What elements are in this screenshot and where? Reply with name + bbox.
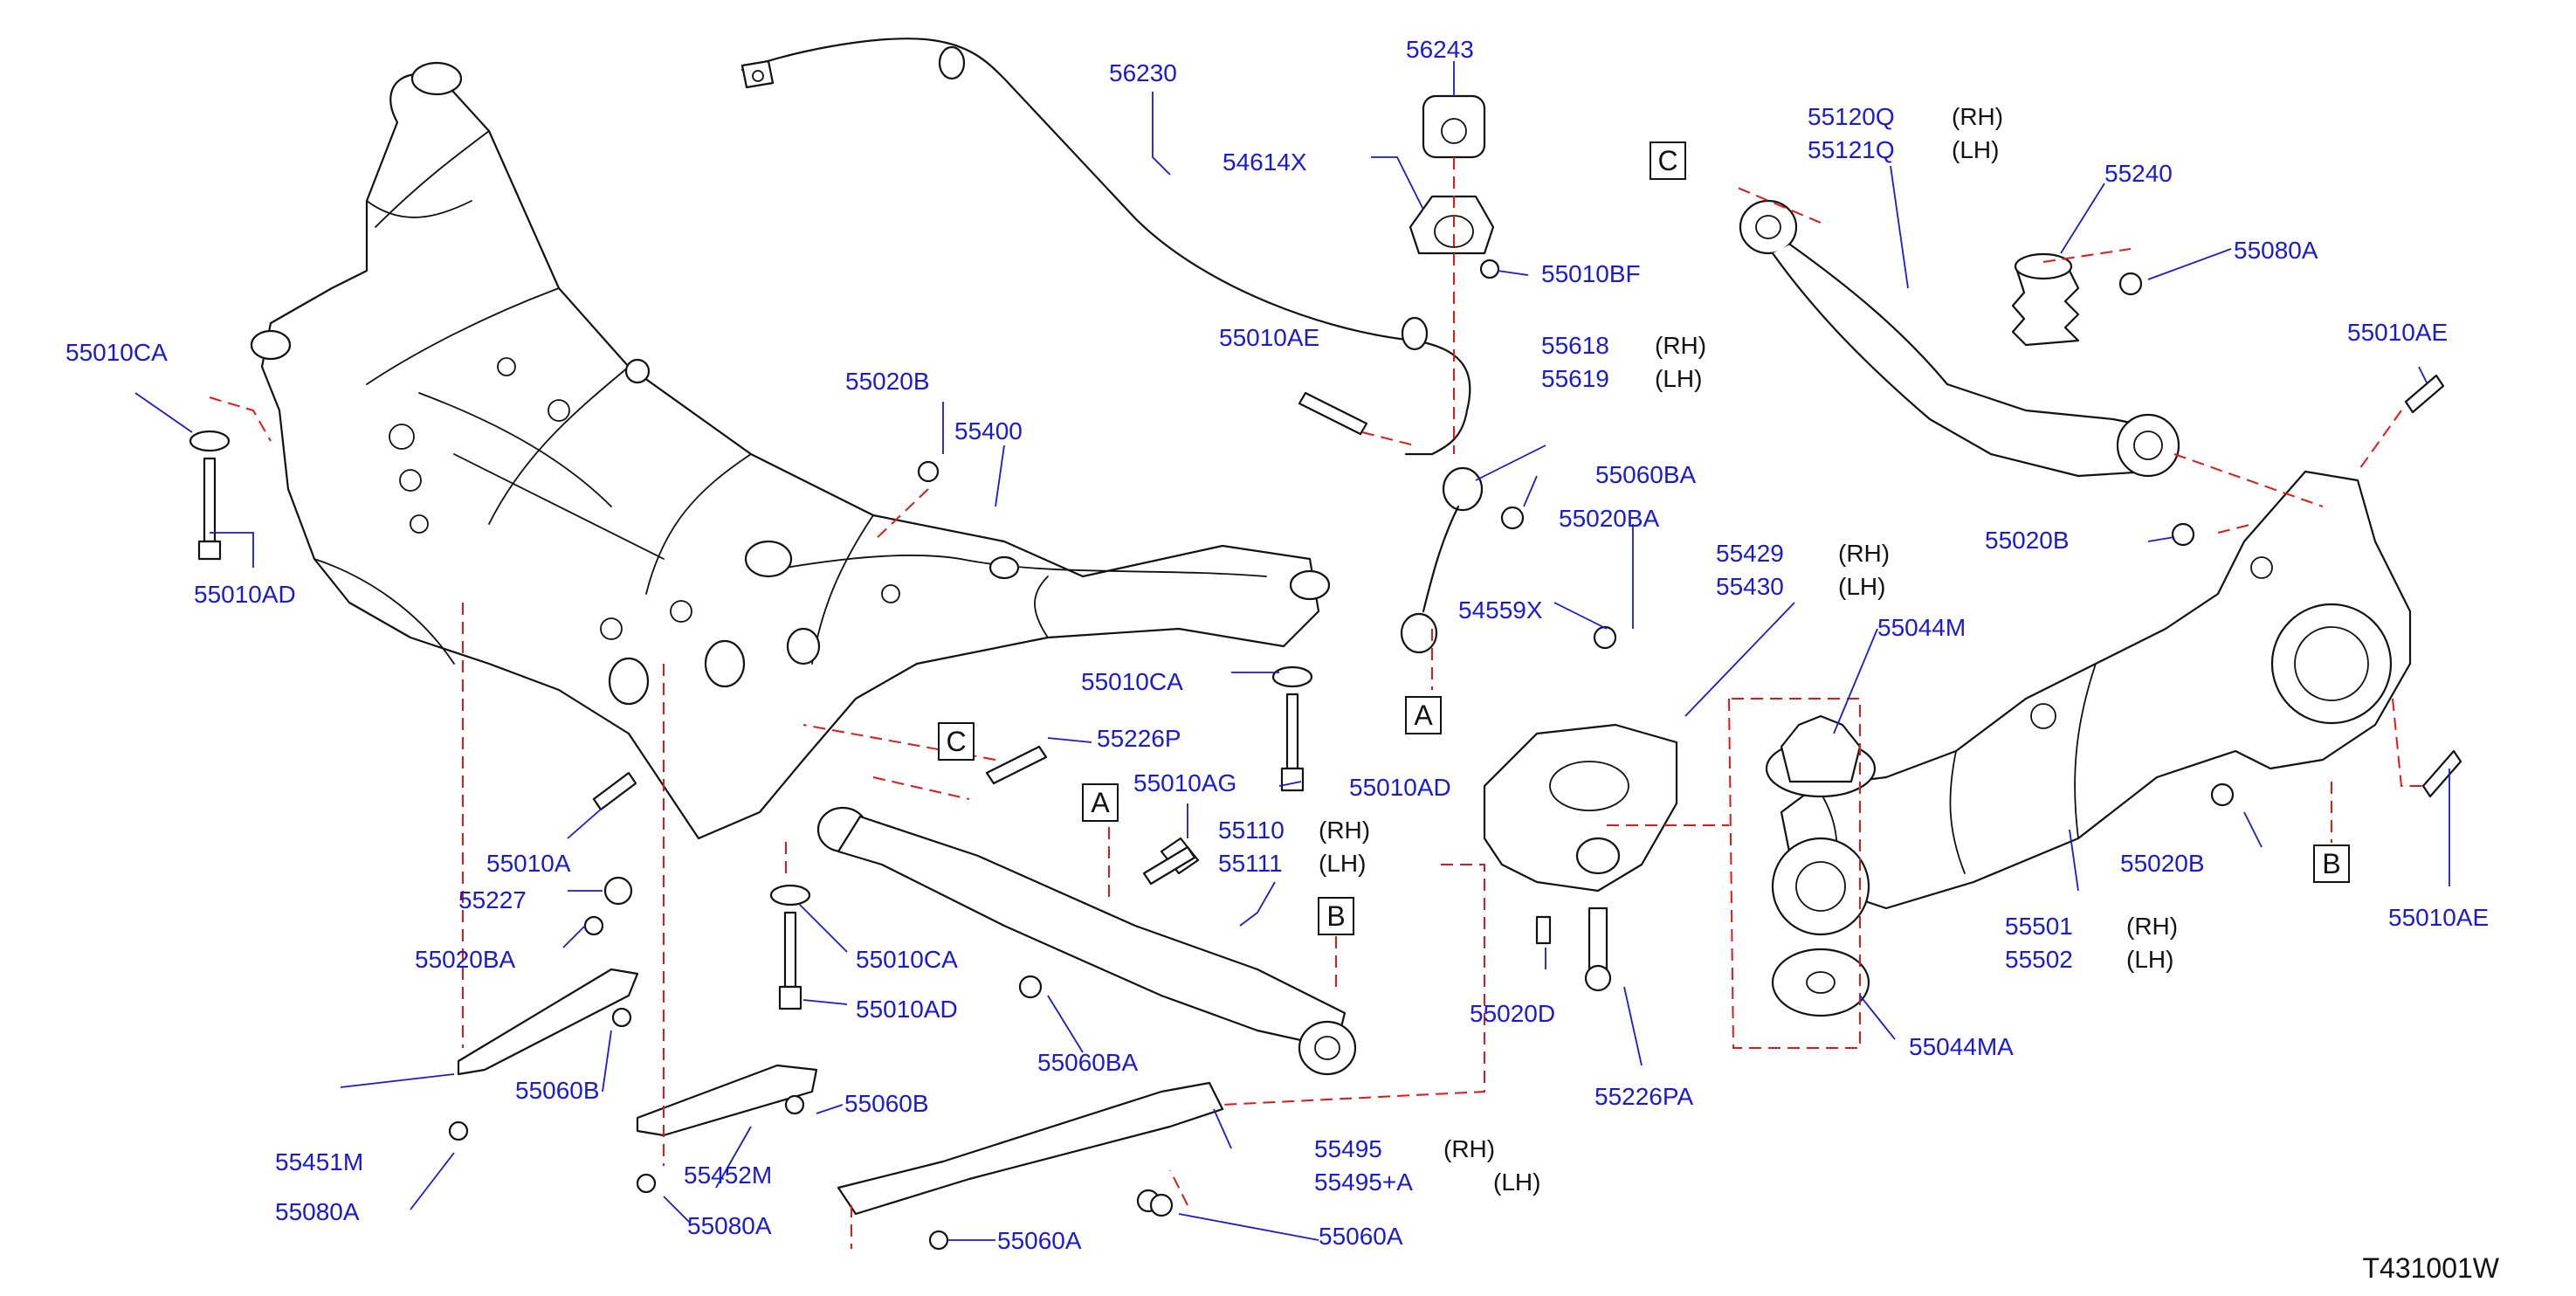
spring-seat-drawing: [1765, 714, 1877, 1017]
label-55060b-right: 55060B: [844, 1090, 929, 1117]
label-55080a-lower: 55080A: [687, 1212, 772, 1239]
svg-text:A: A: [1414, 700, 1433, 731]
label-55010ad-mid: 55010AD: [1349, 774, 1451, 801]
stabilizer-bushing-drawing: [1409, 94, 1500, 279]
label-55619-side: (LH): [1655, 365, 1702, 392]
label-55429-side: (RH): [1838, 540, 1890, 567]
label-55060b-left: 55060B: [515, 1077, 600, 1104]
label-55010ae-lower: 55010AE: [2388, 904, 2489, 931]
label-55010ca-mid: 55010CA: [1081, 668, 1183, 695]
label-55020b-lower: 55020B: [2120, 850, 2205, 877]
callout-a-lower-arm: A: [1082, 783, 1119, 822]
lower-arm-drawing: [816, 806, 1357, 1076]
label-55226p: 55226P: [1097, 725, 1181, 752]
label-55060a-left: 55060A: [997, 1227, 1082, 1254]
svg-text:A: A: [1091, 787, 1110, 818]
callout-b-knuckle: B: [2313, 844, 2350, 883]
label-55080a-top: 55080A: [2234, 237, 2318, 264]
bracket-drawing: [1483, 723, 1678, 992]
svg-text:C: C: [1657, 145, 1677, 176]
label-55110: 55110: [1218, 817, 1285, 844]
bump-stop-drawing: [2011, 252, 2143, 347]
label-55227: 55227: [458, 886, 527, 913]
label-55121q: 55121Q: [1808, 136, 1895, 163]
label-55060ba-top: 55060BA: [1595, 461, 1697, 488]
label-55121q-side: (LH): [1952, 136, 1999, 163]
label-55010ae-right: 55010AE: [2347, 319, 2448, 346]
label-55010ca-left: 55010CA: [65, 339, 168, 366]
callout-c-upper-link: C: [1650, 141, 1686, 180]
label-55502: 55502: [2005, 946, 2073, 973]
label-55452m: 55452M: [684, 1162, 772, 1189]
svg-text:B: B: [1326, 900, 1345, 932]
bracket-55452m-drawing: [636, 1064, 818, 1194]
label-55495: 55495: [1314, 1135, 1382, 1162]
label-55010ad-left: 55010AD: [194, 581, 296, 608]
upper-link-drawing: [1739, 199, 2180, 478]
label-55495a: 55495+A: [1314, 1168, 1413, 1196]
label-55501-side: (RH): [2126, 913, 2178, 940]
callout-c-subframe: C: [938, 722, 975, 761]
svg-text:B: B: [2322, 848, 2340, 879]
link-55495-drawing: [837, 1081, 1224, 1251]
fasteners-drawing: [189, 358, 2462, 1217]
label-55111: 55111: [1218, 850, 1283, 877]
label-55619: 55619: [1541, 365, 1609, 392]
reference-lines: [209, 157, 2428, 1249]
label-55010ag: 55010AG: [1133, 769, 1236, 796]
label-55080a-left: 55080A: [275, 1198, 360, 1225]
label-55120q-side: (RH): [1952, 103, 2003, 130]
label-55060ba-lower: 55060BA: [1037, 1049, 1139, 1076]
knuckle-drawing: [1780, 470, 2412, 910]
label-55451m: 55451M: [275, 1148, 363, 1175]
label-55020ba-left: 55020BA: [415, 946, 516, 973]
label-55618-side: (RH): [1655, 332, 1706, 359]
label-55020d: 55020D: [1470, 1000, 1555, 1027]
label-55010ca-lower: 55010CA: [856, 946, 958, 973]
label-55060a-right: 55060A: [1319, 1223, 1403, 1250]
label-55501: 55501: [2005, 913, 2073, 940]
bracket-55451m-drawing: [448, 968, 639, 1141]
label-55430-side: (LH): [1838, 573, 1885, 600]
label-55111-side: (LH): [1319, 850, 1366, 877]
label-55020b-right: 55020B: [1985, 527, 2070, 554]
label-55010ad-lower: 55010AD: [856, 996, 958, 1023]
label-55010a: 55010A: [486, 850, 571, 877]
label-55495a-side: (LH): [1493, 1168, 1540, 1196]
label-55010bf: 55010BF: [1541, 260, 1641, 287]
label-55618: 55618: [1541, 332, 1609, 359]
label-55502-side: (LH): [2126, 946, 2173, 973]
diagram-code: T431001W: [2362, 1252, 2499, 1284]
label-55044ma: 55044MA: [1909, 1033, 2014, 1060]
label-55044m: 55044M: [1877, 614, 1966, 641]
label-55240: 55240: [2104, 160, 2173, 187]
label-54614x: 54614X: [1223, 148, 1307, 176]
callout-b-lower-arm: B: [1318, 897, 1354, 935]
label-54559x: 54559X: [1458, 596, 1543, 624]
stabilizer-link-drawing: [1298, 391, 1525, 654]
label-55120q: 55120Q: [1808, 103, 1895, 130]
label-56243: 56243: [1406, 36, 1474, 63]
leader-lines: [134, 61, 2450, 1241]
label-55110-side: (RH): [1319, 817, 1370, 844]
subframe-55400-drawing: [250, 61, 1331, 840]
label-55430: 55430: [1716, 573, 1784, 600]
label-55010ae-top: 55010AE: [1219, 324, 1319, 351]
svg-text:C: C: [946, 726, 966, 757]
stabilizer-bar-drawing: [740, 38, 1471, 456]
label-56230: 56230: [1109, 59, 1177, 86]
label-55429: 55429: [1716, 540, 1784, 567]
label-55020ba-top: 55020BA: [1559, 505, 1660, 532]
label-55495-side: (RH): [1443, 1135, 1495, 1162]
label-55226pa: 55226PA: [1595, 1083, 1693, 1110]
label-55400: 55400: [954, 417, 1023, 445]
callout-a-near-link: A: [1405, 696, 1442, 734]
label-55020b-left: 55020B: [845, 368, 930, 395]
